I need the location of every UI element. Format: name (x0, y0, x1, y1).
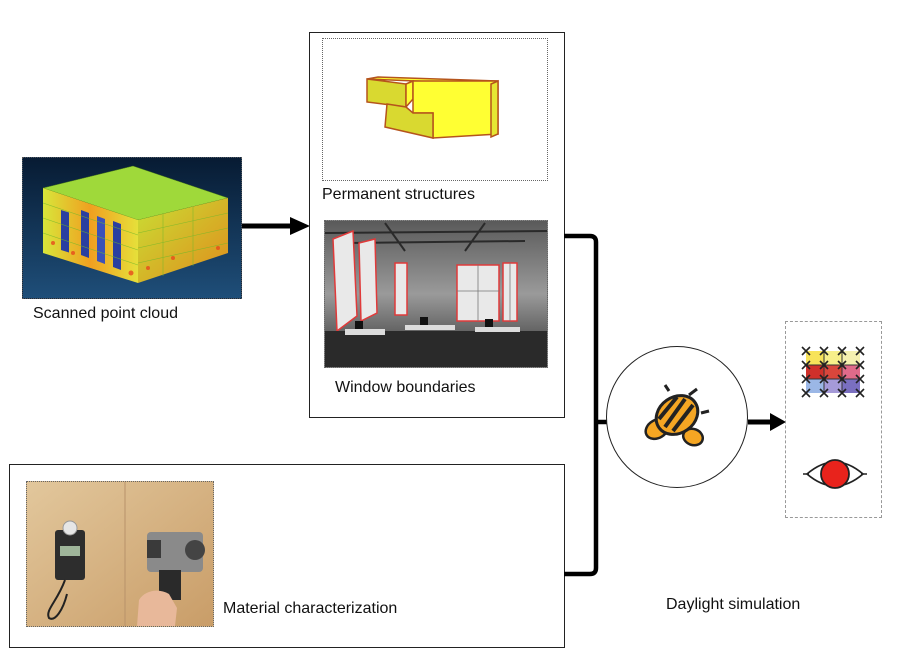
label-daylight-simulation: Daylight simulation (666, 596, 801, 613)
permanent-structures-image (322, 38, 548, 181)
label-permanent-structures: Permanent structures (322, 186, 475, 203)
bee-icon (644, 384, 710, 447)
illuminance-grid-icon (801, 346, 865, 398)
material-characterization-image (26, 481, 214, 627)
window-boundaries-image (324, 220, 548, 368)
arrow-to-structures (242, 217, 310, 235)
eye-glare-icon (803, 459, 867, 489)
label-scanned-point-cloud: Scanned point cloud (33, 305, 178, 322)
results-box (785, 321, 882, 518)
label-window-boundaries: Window boundaries (335, 379, 476, 396)
arrow-to-results (748, 413, 786, 431)
simulation-circle (606, 346, 748, 488)
label-material-characterization: Material characterization (223, 600, 398, 617)
point-cloud-image (22, 157, 242, 299)
